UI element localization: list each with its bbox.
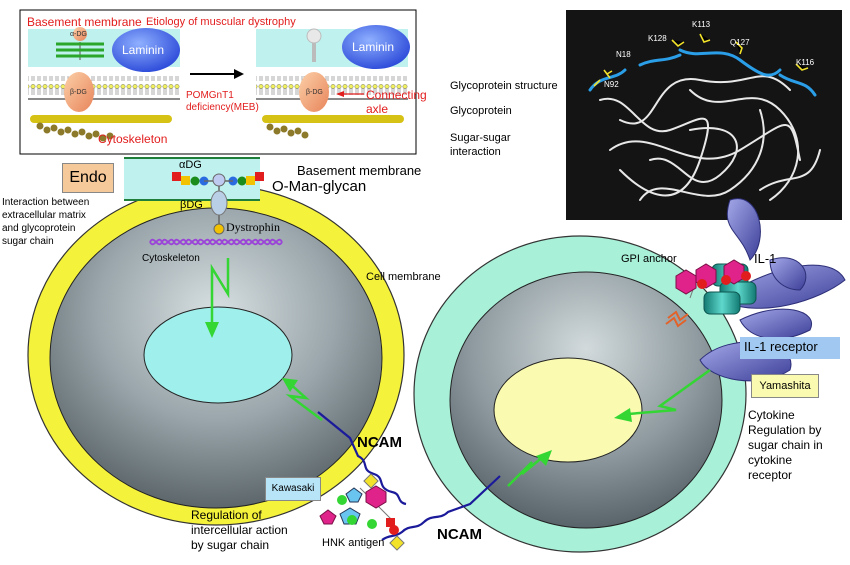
left-nucleus <box>143 306 293 404</box>
regulation-line: by sugar chain <box>191 538 270 552</box>
interaction-label: Interaction between extracellular matrix… <box>2 196 89 248</box>
gpi-anchor <box>665 310 689 328</box>
interaction-line: extracellular matrix <box>2 210 86 221</box>
cytokine-label: Cytokine Regulation by sugar chain in cy… <box>748 408 823 483</box>
inset-beta-dg-left-label: β-DG <box>70 89 87 96</box>
ncam-chain-top <box>317 411 407 506</box>
left-signal-arrows <box>205 258 323 421</box>
lipid-bilayer-left <box>28 76 180 98</box>
residue-label: K128 <box>648 34 667 43</box>
inset-etiology-title: Etiology of muscular dystrophy <box>146 16 296 28</box>
right-signal-arrows <box>507 368 711 487</box>
bare-alpha-dg-right <box>306 28 322 62</box>
o-man-glycan-label: O-Man-glycan <box>272 178 367 195</box>
beta-dg-body <box>210 190 228 216</box>
inset-basement-membrane-label: Basement membrane <box>27 15 142 29</box>
side-chains <box>593 33 809 87</box>
right-nucleus <box>493 357 643 463</box>
residue-label: N18 <box>616 50 631 59</box>
kawasaki-badge: Kawasaki <box>265 477 321 501</box>
residue-label: N92 <box>604 80 619 89</box>
ncam-chain-bottom <box>381 475 501 541</box>
regulation-label: Regulation of intercellular action by su… <box>191 508 288 553</box>
laminin-left <box>112 28 180 72</box>
right-cell <box>413 235 747 553</box>
dystrophin-knob <box>213 223 225 235</box>
protein-helices <box>588 48 817 97</box>
ncam-bottom-label: NCAM <box>437 526 482 543</box>
endo-badge: Endo <box>62 163 114 193</box>
cytokine-line: Cytokine <box>748 408 795 422</box>
il1-receptor-complex <box>665 198 846 382</box>
interaction-line: and glycoprotein <box>2 223 76 234</box>
protein-ribbon <box>599 75 821 201</box>
inset-cytoskeleton-label: Cytoskeleton <box>98 132 168 146</box>
cytoskeleton-bar-left <box>30 115 172 123</box>
etiology-inset <box>19 9 417 155</box>
cytokine-line: receptor <box>748 468 793 482</box>
beta-dg-right <box>299 72 329 112</box>
inset-connecting-line2: axle <box>366 102 389 116</box>
inset-alpha-dg-label: α-DG <box>70 31 87 38</box>
il1-receptor-label-box <box>740 337 840 359</box>
alpha-dg-label: αDG <box>179 159 202 171</box>
o-man-glycan-sugars <box>172 172 264 186</box>
il1-label: IL-1 <box>754 251 777 266</box>
laminin-right <box>342 25 410 69</box>
cytoskeleton-label: Cytoskeleton <box>142 253 200 264</box>
cytoskeleton-bar-right <box>262 115 404 123</box>
ncam-top-label: NCAM <box>357 434 402 451</box>
dystroglycan-complex <box>124 157 283 246</box>
cytoskeleton-helix <box>149 238 283 246</box>
lipid-bilayer-right <box>256 76 408 98</box>
beta-dg-label: βDG <box>180 199 203 211</box>
cytokine-line: sugar chain in <box>748 438 823 452</box>
legend-sugar-sugar-line1: Sugar-sugar <box>450 132 511 144</box>
regulation-line: Regulation of <box>191 508 262 522</box>
cytokine-line: Regulation by <box>748 423 822 437</box>
cytokine-line: cytokine <box>748 453 793 467</box>
il1-sugar-chains <box>675 259 751 299</box>
legend-sugar-sugar: Sugar-sugar interaction <box>450 131 511 159</box>
basement-membrane-label: Basement membrane <box>297 163 422 178</box>
residue-label: Q127 <box>730 38 750 47</box>
il1-receptor-label: IL-1 receptor <box>744 339 818 354</box>
inset-connecting-line1: Connecting <box>366 88 427 102</box>
actin-filament-left <box>36 122 114 142</box>
hnk-antigen-label: HNK antigen <box>322 537 385 549</box>
regulation-line: intercellular action <box>191 523 288 537</box>
hnk-antigen-sugars <box>319 473 405 551</box>
inset-beta-dg-right-label: β-DG <box>306 89 323 96</box>
interaction-line: Interaction between <box>2 197 90 208</box>
inset-laminin-right-label: Laminin <box>352 40 395 54</box>
actin-filament-right <box>266 123 309 139</box>
legend-glycoprotein: Glycoprotein <box>450 105 512 117</box>
cell-membrane-label: Cell membrane <box>366 271 441 283</box>
inset-pomgnt1-line1: POMGnT1 <box>186 90 234 101</box>
ncam-chains <box>317 411 501 541</box>
residue-label: K116 <box>796 58 815 67</box>
beta-dg-left <box>64 72 94 112</box>
yamashita-badge: Yamashita <box>751 374 819 398</box>
interaction-line: sugar chain <box>2 236 54 247</box>
sugar-chain-comb-left <box>56 42 104 60</box>
glycoprotein-structure-panel <box>566 10 842 220</box>
legend-sugar-sugar-line2: interaction <box>450 146 501 158</box>
alpha-dg-left <box>73 27 87 41</box>
residue-label: K113 <box>692 20 711 29</box>
inset-pomgnt1-label: POMGnT1 deficiency(MEB) <box>186 90 259 114</box>
legend-glycoprotein-structure: Glycoprotein structure <box>450 80 558 92</box>
gpi-anchor-label: GPI anchor <box>621 253 677 265</box>
inset-pomgnt1-line2: deficiency(MEB) <box>186 102 259 113</box>
inset-laminin-left-label: Laminin <box>122 43 165 57</box>
inset-connecting-axle-label: Connecting axle <box>366 88 427 116</box>
left-cell <box>27 184 405 526</box>
dystrophin-label: Dystrophin <box>226 220 280 234</box>
